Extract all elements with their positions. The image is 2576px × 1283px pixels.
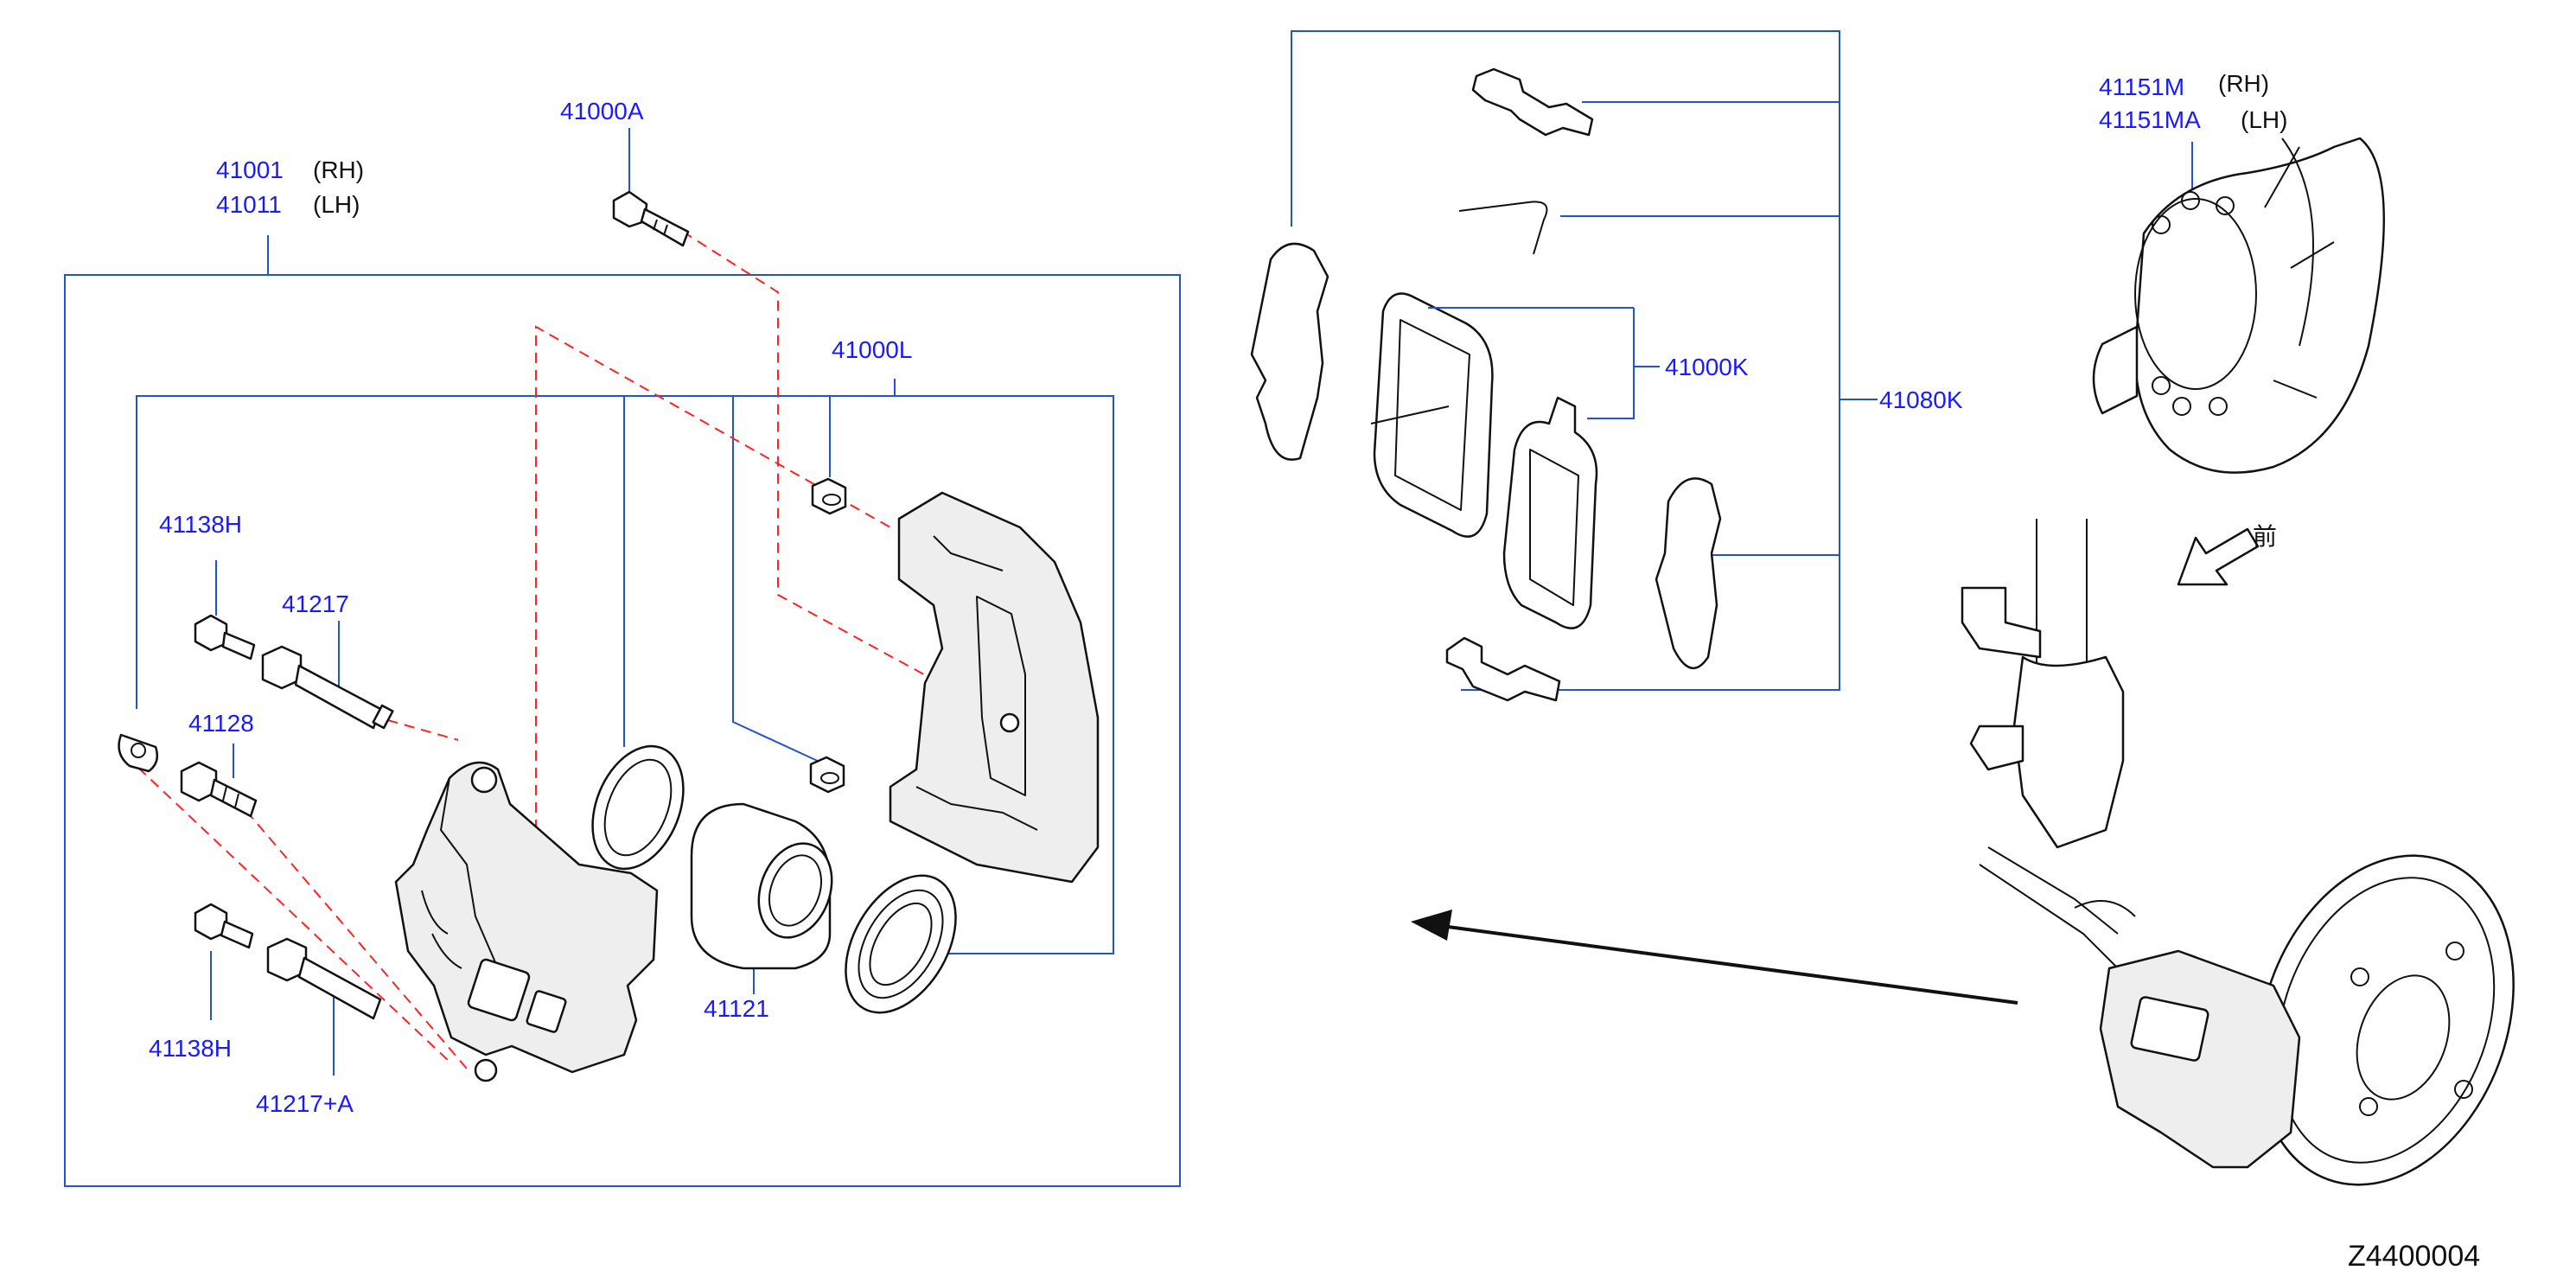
bolt-41138h-upper	[194, 560, 256, 661]
caliper-body	[394, 761, 659, 1082]
piston-seal-41000l	[591, 744, 685, 871]
strut-knuckle-rotor-assembly	[1961, 519, 2515, 1186]
label-41138h-lower: 41138H	[149, 1035, 232, 1062]
bushing-lower	[809, 756, 845, 794]
label-41121: 41121	[704, 995, 769, 1022]
brake-pad-outer	[1370, 292, 1494, 538]
label-41011: 41011	[216, 191, 282, 218]
label-41128: 41128	[188, 710, 254, 737]
bleeder-cap	[118, 733, 158, 773]
label-41138h-upper: 41138H	[159, 511, 242, 538]
pin-bolt-41000a	[612, 128, 690, 247]
dust-boot	[845, 874, 957, 1014]
label-41151ma: 41151MA	[2099, 106, 2201, 133]
label-41217a: 41217+A	[256, 1090, 354, 1117]
label-41000l: 41000L	[832, 336, 912, 363]
brake-dust-shield	[2092, 137, 2385, 474]
label-41080k: 41080K	[1879, 386, 1963, 413]
shim-inner-pad	[1655, 477, 1722, 670]
label-rh-shield: (RH)	[2218, 70, 2269, 97]
caliper-kit-bracket	[136, 379, 1114, 954]
piston-41121	[690, 802, 833, 994]
pin-41217	[261, 621, 394, 730]
reference-arrow	[1411, 910, 2018, 1005]
label-41151m: 41151M	[2099, 73, 2184, 100]
pin-41217a	[266, 937, 382, 1076]
bushing-upper	[811, 477, 847, 515]
caliper-mounting-bracket	[889, 491, 1100, 884]
pad-kit-frame	[1291, 30, 1878, 691]
shim-upper-pad	[1250, 242, 1329, 461]
label-41000k: 41000K	[1665, 354, 1749, 380]
pad-clip-upper	[1471, 67, 1594, 137]
label-front: 前	[2253, 523, 2277, 550]
front-direction-arrow	[2177, 527, 2260, 586]
brake-pad-inner	[1502, 396, 1598, 629]
label-rh: (RH)	[313, 156, 364, 183]
label-lh-shield: (LH)	[2241, 106, 2287, 133]
bolt-41128	[180, 744, 258, 818]
pad-clip-lower	[1445, 636, 1561, 702]
label-41001: 41001	[216, 156, 284, 183]
bolt-41138h-lower	[194, 903, 254, 1020]
caliper-assembly-frame	[64, 274, 1181, 1187]
label-41217: 41217	[282, 590, 349, 617]
pad-spring-wire	[1458, 201, 1548, 255]
label-41000a: 41000A	[560, 98, 644, 124]
label-lh: (LH)	[313, 191, 360, 218]
diagram-code: Z4400004	[2348, 1240, 2480, 1273]
